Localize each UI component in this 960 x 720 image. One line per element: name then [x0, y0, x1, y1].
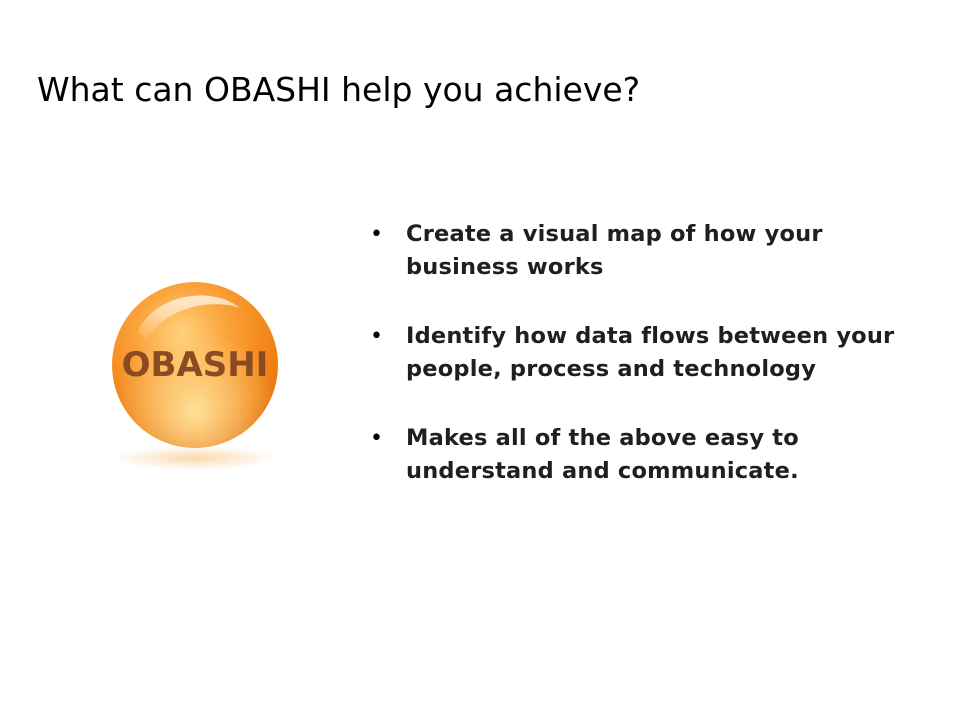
obashi-logo: OBASHI [100, 270, 290, 480]
bullet-list: • Create a visual map of how your busine… [370, 218, 930, 524]
list-item: • Create a visual map of how your busine… [370, 218, 930, 284]
bullet-text: Makes all of the above easy to understan… [406, 425, 799, 484]
list-item: • Identify how data flows between your p… [370, 320, 930, 386]
bullet-dot: • [370, 426, 383, 451]
bullet-text: Identify how data flows between your peo… [406, 323, 895, 382]
bullet-dot: • [370, 324, 383, 349]
slide-title: What can OBASHI help you achieve? [37, 70, 641, 109]
bullet-dot: • [370, 222, 383, 247]
logo-label: OBASHI [122, 345, 269, 385]
orange-sphere-icon: OBASHI [112, 282, 278, 470]
list-item: • Makes all of the above easy to underst… [370, 422, 930, 488]
bullet-text: Create a visual map of how your business… [406, 221, 823, 280]
